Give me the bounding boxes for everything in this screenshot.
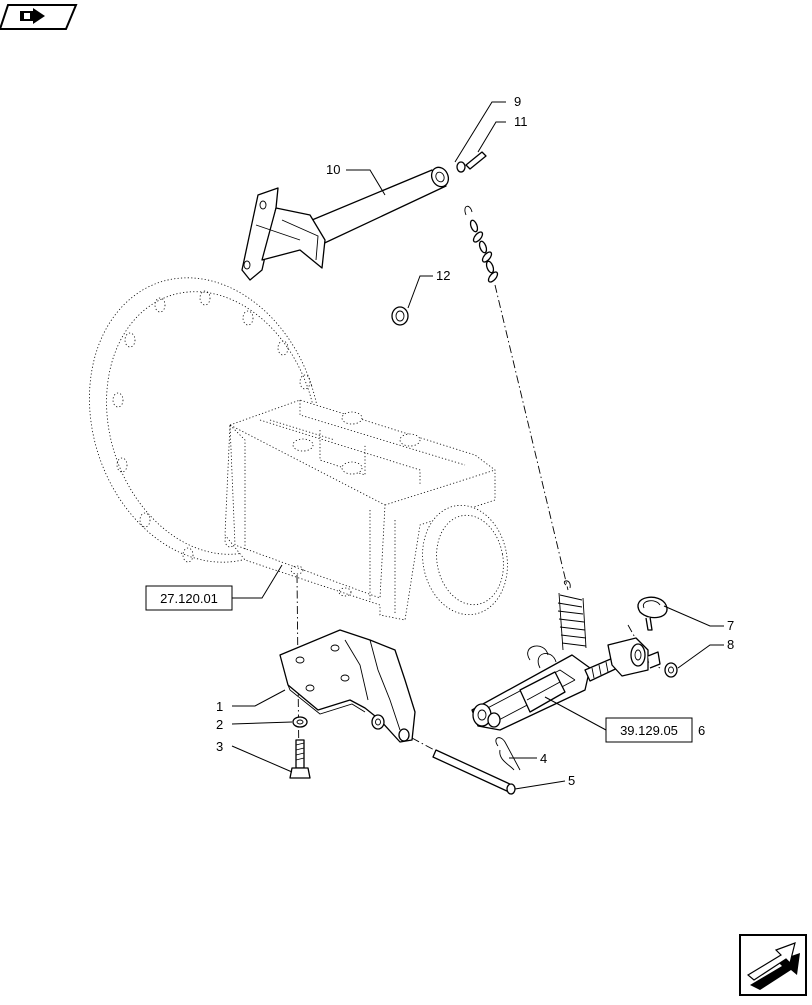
washer-part-8[interactable]: [664, 662, 678, 678]
callout-4: 4: [540, 751, 547, 766]
callout-7: 7: [727, 618, 734, 633]
r-clip-part-4[interactable]: [495, 737, 521, 771]
ref-box-gearbox[interactable]: 27.120.01: [145, 585, 233, 611]
ref-gearbox-label: 27.120.01: [160, 591, 218, 606]
washer-part-2[interactable]: [292, 716, 308, 728]
callout-6: 6: [698, 723, 705, 738]
callout-2: 2: [216, 717, 223, 732]
callout-5: 5: [568, 773, 575, 788]
alignment-line-chain: [494, 284, 569, 591]
callout-1: 1: [216, 699, 223, 714]
support-arm-part-10[interactable]: [241, 165, 451, 281]
callout-9: 9: [514, 94, 521, 109]
callout-3: 3: [216, 739, 223, 754]
ref-link-label: 39.129.05: [620, 723, 678, 738]
callout-8: 8: [727, 637, 734, 652]
next-page-arrow-icon[interactable]: [739, 934, 807, 996]
callout-12: 12: [436, 268, 450, 283]
pin-part-5[interactable]: [432, 749, 516, 795]
lynch-pin-part-7[interactable]: [637, 596, 668, 631]
bolt-part-11[interactable]: [465, 151, 487, 170]
bolt-part-3[interactable]: [289, 739, 311, 779]
tension-spring[interactable]: [557, 580, 587, 651]
washer-part-9[interactable]: [456, 161, 466, 173]
book-arrow-icon[interactable]: [0, 4, 78, 30]
alignment-line-lynch: [627, 624, 643, 651]
callout-11: 11: [514, 114, 528, 129]
washer-part-12[interactable]: [391, 306, 409, 326]
gearbox-housing: [89, 277, 508, 621]
alignment-line-pin: [411, 737, 439, 753]
link-assembly-part-6[interactable]: [471, 637, 661, 731]
chain[interactable]: [464, 205, 499, 283]
ref-box-link[interactable]: 39.129.05: [605, 717, 693, 743]
mounting-bracket-part-1[interactable]: [279, 629, 416, 743]
callout-10: 10: [326, 162, 340, 177]
leader-lines: [231, 101, 724, 790]
